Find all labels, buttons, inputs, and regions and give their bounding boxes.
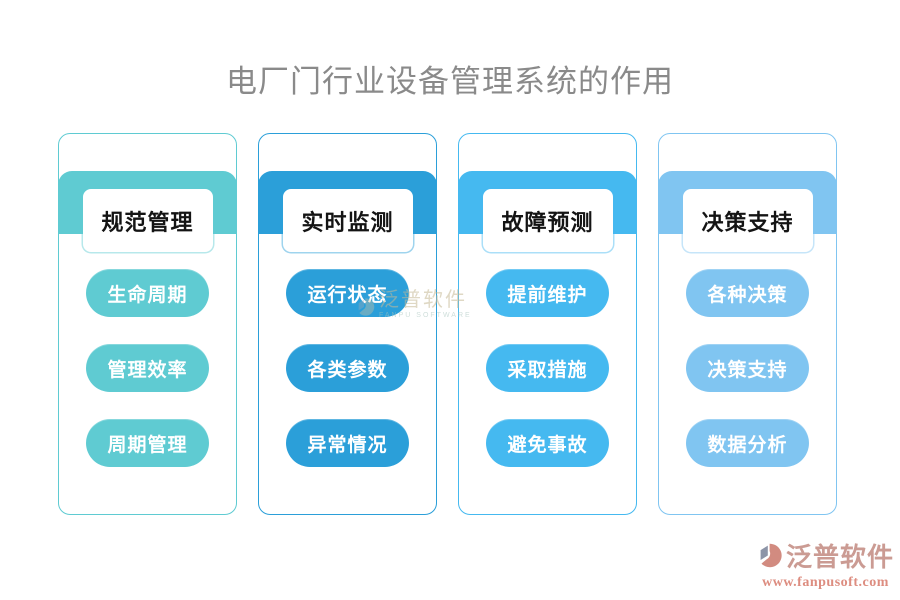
fanpu-logo: 泛普软件 www.fanpusoft.com xyxy=(757,542,894,591)
item-pill: 运行状态 xyxy=(286,269,409,317)
item-pill: 生命周期 xyxy=(86,269,209,317)
column-card-1: 规范管理 生命周期 管理效率 周期管理 xyxy=(58,133,237,515)
item-label: 各类参数 xyxy=(307,359,388,381)
item-pill: 各类参数 xyxy=(286,344,409,392)
column-1-items: 生命周期 管理效率 周期管理 xyxy=(59,269,236,467)
fanpu-brand-text: 泛普软件 xyxy=(785,543,894,572)
item-label: 采取措施 xyxy=(507,359,588,381)
item-label: 运行状态 xyxy=(307,284,388,306)
column-4-header-label: 决策支持 xyxy=(701,209,794,235)
item-label: 周期管理 xyxy=(107,434,188,456)
item-label: 生命周期 xyxy=(107,284,188,306)
item-label: 异常情况 xyxy=(307,434,388,456)
item-label: 避免事故 xyxy=(507,434,588,456)
column-2-header: 实时监测 xyxy=(282,189,413,252)
column-2-items: 运行状态 各类参数 异常情况 xyxy=(259,269,436,467)
column-3-header-label: 故障预测 xyxy=(501,209,594,235)
page-title: 电厂门行业设备管理系统的作用 xyxy=(226,64,674,99)
fanpu-logo-icon xyxy=(757,542,784,574)
column-4-header: 决策支持 xyxy=(682,189,813,252)
item-pill: 周期管理 xyxy=(86,419,209,467)
column-1-header-label: 规范管理 xyxy=(101,209,194,235)
item-label: 管理效率 xyxy=(107,359,188,381)
item-label: 提前维护 xyxy=(507,284,588,306)
item-pill: 数据分析 xyxy=(686,419,809,467)
column-card-4: 决策支持 各种决策 决策支持 数据分析 xyxy=(658,133,837,515)
item-pill: 提前维护 xyxy=(486,269,609,317)
item-pill: 决策支持 xyxy=(686,344,809,392)
column-2-header-label: 实时监测 xyxy=(301,209,394,235)
column-1-header: 规范管理 xyxy=(82,189,213,252)
column-3-items: 提前维护 采取措施 避免事故 xyxy=(459,269,636,467)
item-pill: 管理效率 xyxy=(86,344,209,392)
columns-container: 规范管理 生命周期 管理效率 周期管理 实时监测 运行状态 各类参数 异常情况 … xyxy=(58,133,837,515)
item-label: 数据分析 xyxy=(707,434,788,456)
item-label: 各种决策 xyxy=(707,284,788,306)
item-pill: 避免事故 xyxy=(486,419,609,467)
item-pill: 异常情况 xyxy=(286,419,409,467)
item-label: 决策支持 xyxy=(707,359,788,381)
fanpu-website-url: www.fanpusoft.com xyxy=(762,575,889,590)
column-card-2: 实时监测 运行状态 各类参数 异常情况 xyxy=(258,133,437,515)
column-4-items: 各种决策 决策支持 数据分析 xyxy=(659,269,836,467)
item-pill: 各种决策 xyxy=(686,269,809,317)
item-pill: 采取措施 xyxy=(486,344,609,392)
column-card-3: 故障预测 提前维护 采取措施 避免事故 xyxy=(458,133,637,515)
column-3-header: 故障预测 xyxy=(482,189,613,252)
